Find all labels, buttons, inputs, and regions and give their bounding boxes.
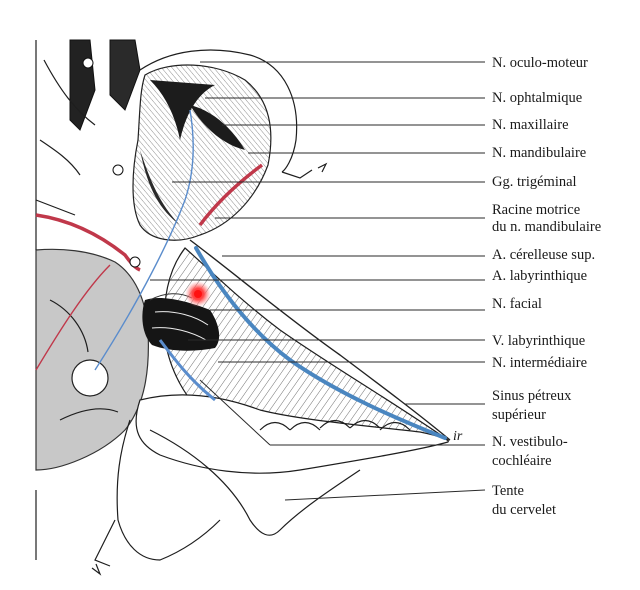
- label-racine-motrice-2: du n. mandibulaire: [492, 219, 601, 235]
- trigeminal-region: [132, 49, 328, 241]
- label-intermediaire: N. intermédiaire: [492, 355, 587, 371]
- label-maxillaire: N. maxillaire: [492, 117, 569, 133]
- grey-region: [35, 248, 149, 471]
- label-facial: N. facial: [492, 296, 542, 312]
- red-point-marker: [185, 281, 211, 307]
- label-ophtalmique: N. ophtalmique: [492, 90, 582, 106]
- label-sinus-1: Sinus pétreux: [492, 388, 572, 404]
- label-tente-1: Tente: [492, 483, 524, 499]
- cut-vessel-circle: [71, 359, 109, 397]
- label-vestibulo-1: N. vestibulo-: [492, 434, 568, 450]
- thin-blue-nerve: [94, 109, 194, 371]
- label-vestibulo-2: cochléaire: [492, 453, 552, 469]
- vessel-node: [129, 256, 141, 268]
- artery-trigeminal: [198, 163, 264, 227]
- label-cerelleuse: A. cérelleuse sup.: [492, 247, 595, 263]
- annotation-ir: ir: [453, 429, 463, 444]
- labyrinthine-vein: [158, 339, 216, 402]
- label-sinus-2: supérieur: [492, 407, 546, 423]
- superior-petrosal-sinus: [194, 246, 447, 440]
- label-oculo-moteur: N. oculo-moteur: [492, 55, 588, 71]
- label-labyrinthique-artery: A. labyrinthique: [492, 268, 587, 284]
- leader-lines: [150, 61, 486, 501]
- label-tente-2: du cervelet: [492, 502, 556, 518]
- left-structures: [35, 39, 141, 560]
- labels: N. oculo-moteur N. ophtalmique N. maxill…: [453, 55, 601, 518]
- label-trigeminal: Gg. trigéminal: [492, 174, 577, 190]
- artery-thin: [35, 264, 111, 371]
- label-racine-motrice-1: Racine motrice: [492, 202, 580, 218]
- label-mandibulaire: N. mandibulaire: [492, 145, 586, 161]
- label-labyrinthique-vein: V. labyrinthique: [492, 333, 585, 349]
